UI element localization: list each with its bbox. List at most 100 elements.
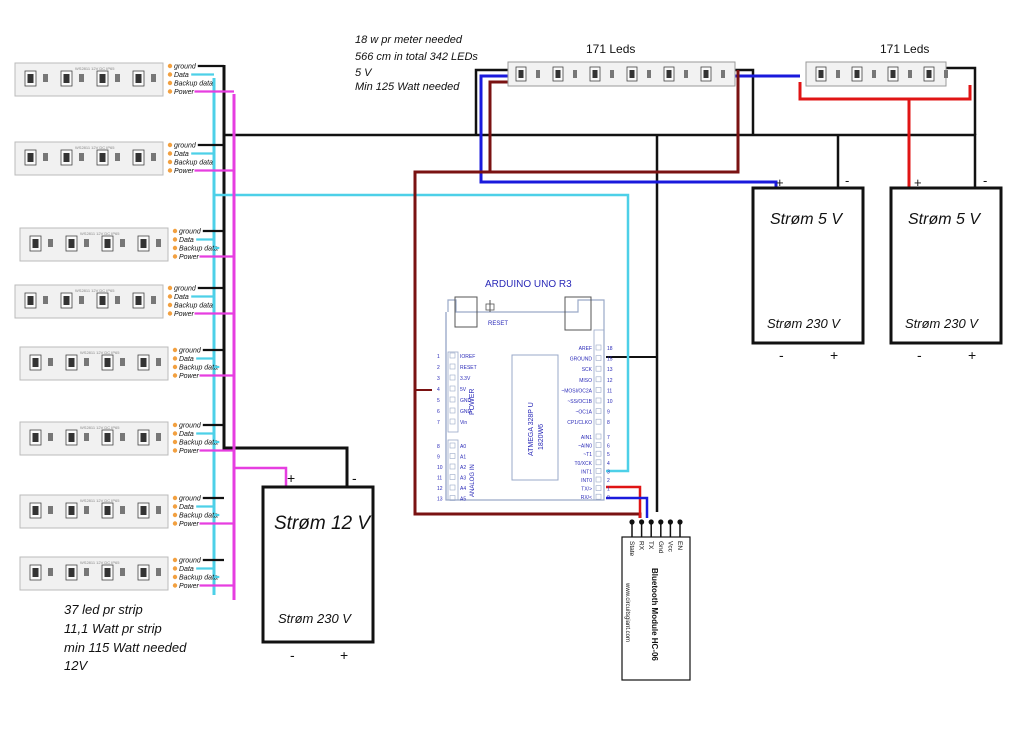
analog-header <box>447 439 459 501</box>
psu-5v-a-box <box>751 186 865 345</box>
arduino-pin-socket <box>449 463 456 470</box>
strip-pin-label: Data <box>179 566 194 573</box>
power-jack <box>564 296 592 331</box>
bluetooth-pin-label: Gnd <box>657 541 664 554</box>
arduino-pin-socket <box>595 376 602 383</box>
strip-pin-label: Backup data <box>179 440 218 447</box>
resistor <box>721 70 725 78</box>
led-strip-chip-text: WS2811 12V DC IP65 <box>75 288 115 293</box>
resistor <box>79 296 84 304</box>
resistor <box>43 296 48 304</box>
psu-12v-title: Strøm 12 V <box>274 513 372 534</box>
power-header <box>447 351 459 433</box>
solder-pad <box>167 285 173 291</box>
strip-pin-label: Power <box>174 89 195 96</box>
bluetooth-site: www.circuitsgiant.com <box>624 582 630 642</box>
arduino-pin-socket <box>595 450 602 457</box>
arduino-pin-label: 3.3V <box>460 376 471 382</box>
arduino-pin-number: 2 <box>607 478 610 484</box>
led-chip-core <box>63 296 70 305</box>
arduino-pin-socket <box>595 476 602 483</box>
arduino-pin-socket <box>595 387 602 393</box>
led-chip-core <box>592 70 598 78</box>
solder-pad <box>167 159 173 165</box>
resistor <box>120 358 125 366</box>
arduino-pin-label: A2 <box>460 465 466 471</box>
solder-pad <box>167 302 173 308</box>
usb-port <box>454 296 478 328</box>
led-strip-chips <box>815 66 948 82</box>
led-strip-chip-text: WS2811 12V DC IP65 <box>80 498 120 503</box>
solder-pad <box>172 364 178 370</box>
strip-pin-label: Power <box>179 373 200 380</box>
note-top-line: 5 V <box>355 67 373 79</box>
bluetooth-pin-label: EN <box>676 541 683 550</box>
led-chip-core <box>518 70 524 78</box>
led-chip-core <box>99 296 106 305</box>
strip-pin-label: Backup data <box>179 575 218 582</box>
arduino-pin-socket <box>595 355 602 361</box>
arduino-pin-number: 12 <box>437 486 443 492</box>
ground-bus-wire <box>222 65 349 487</box>
led-chip-core <box>27 153 34 162</box>
arduino-pin-label: ~OC1A <box>575 410 592 416</box>
led-chip-core <box>135 153 142 162</box>
solder-pad <box>172 237 178 242</box>
solder-pad <box>172 254 178 259</box>
led-chip-core <box>666 70 672 78</box>
resistor <box>156 506 161 514</box>
arduino-pin-label: TX/> <box>581 487 592 493</box>
resistor <box>48 433 53 441</box>
arduino-pin-number: 4 <box>607 461 610 467</box>
resistor <box>120 568 125 576</box>
psu-12v-minus: - <box>352 470 357 486</box>
strip-pin-label: Power <box>179 254 200 261</box>
strip-pin-label: ground <box>174 64 197 71</box>
power-section-label: POWER <box>469 389 476 415</box>
arduino-pin-number: 13 <box>437 497 443 503</box>
solder-pad <box>167 151 173 156</box>
solder-pad <box>172 228 178 234</box>
bluetooth-title: Bluetooth Module HC-06 <box>650 568 659 661</box>
arduino-pin-socket <box>595 468 602 474</box>
arduino-pin-label: GND <box>460 409 472 415</box>
ground-5v-strip-wire <box>474 68 508 135</box>
arduino-pin-socket <box>595 459 602 466</box>
arduino-pin-number: 3 <box>607 469 610 475</box>
note-top-line: 18 w pr meter needed <box>355 34 463 46</box>
psu-12v-out-minus: - <box>290 647 295 663</box>
arduino-pin-socket <box>449 396 456 403</box>
led-chip-core <box>140 358 147 367</box>
strip-pin-label: Data <box>179 237 194 244</box>
atmega-chip-code: 1820W6 <box>538 424 545 450</box>
psu-5v-a-input: Strøm 230 V <box>767 316 841 331</box>
solder-pad <box>172 245 178 251</box>
strip-pin-label: Power <box>179 521 200 528</box>
arduino-pin-socket <box>449 495 456 501</box>
arduino-pin-label: AREF <box>579 346 592 352</box>
ground-psu5b-top-wire <box>945 66 977 135</box>
solder-pad <box>167 168 173 173</box>
led-chip-core <box>63 74 70 83</box>
resistor <box>84 239 89 247</box>
arduino-pin-socket <box>595 485 602 491</box>
resistor <box>115 296 120 304</box>
bluetooth-body <box>621 536 691 681</box>
led-chip-core <box>854 70 860 78</box>
led-chip-core <box>926 70 932 78</box>
bluetooth-pin-label: RX <box>638 541 645 551</box>
arduino-pin-label: INT1 <box>581 469 592 475</box>
psu-5v-a-plus: + <box>776 175 784 190</box>
led-chip-core <box>140 433 147 442</box>
arduino-board-outline <box>445 299 605 501</box>
arduino-pin-number: 12 <box>607 378 613 384</box>
note-top-line: 566 cm in total 342 LEDs <box>355 51 478 63</box>
resistor <box>156 433 161 441</box>
bluetooth-pin-head <box>667 519 674 525</box>
bt-tx-wire <box>606 485 642 518</box>
strip-pin-label: Power <box>174 168 195 175</box>
arduino-pin-label: RESET <box>460 365 477 371</box>
